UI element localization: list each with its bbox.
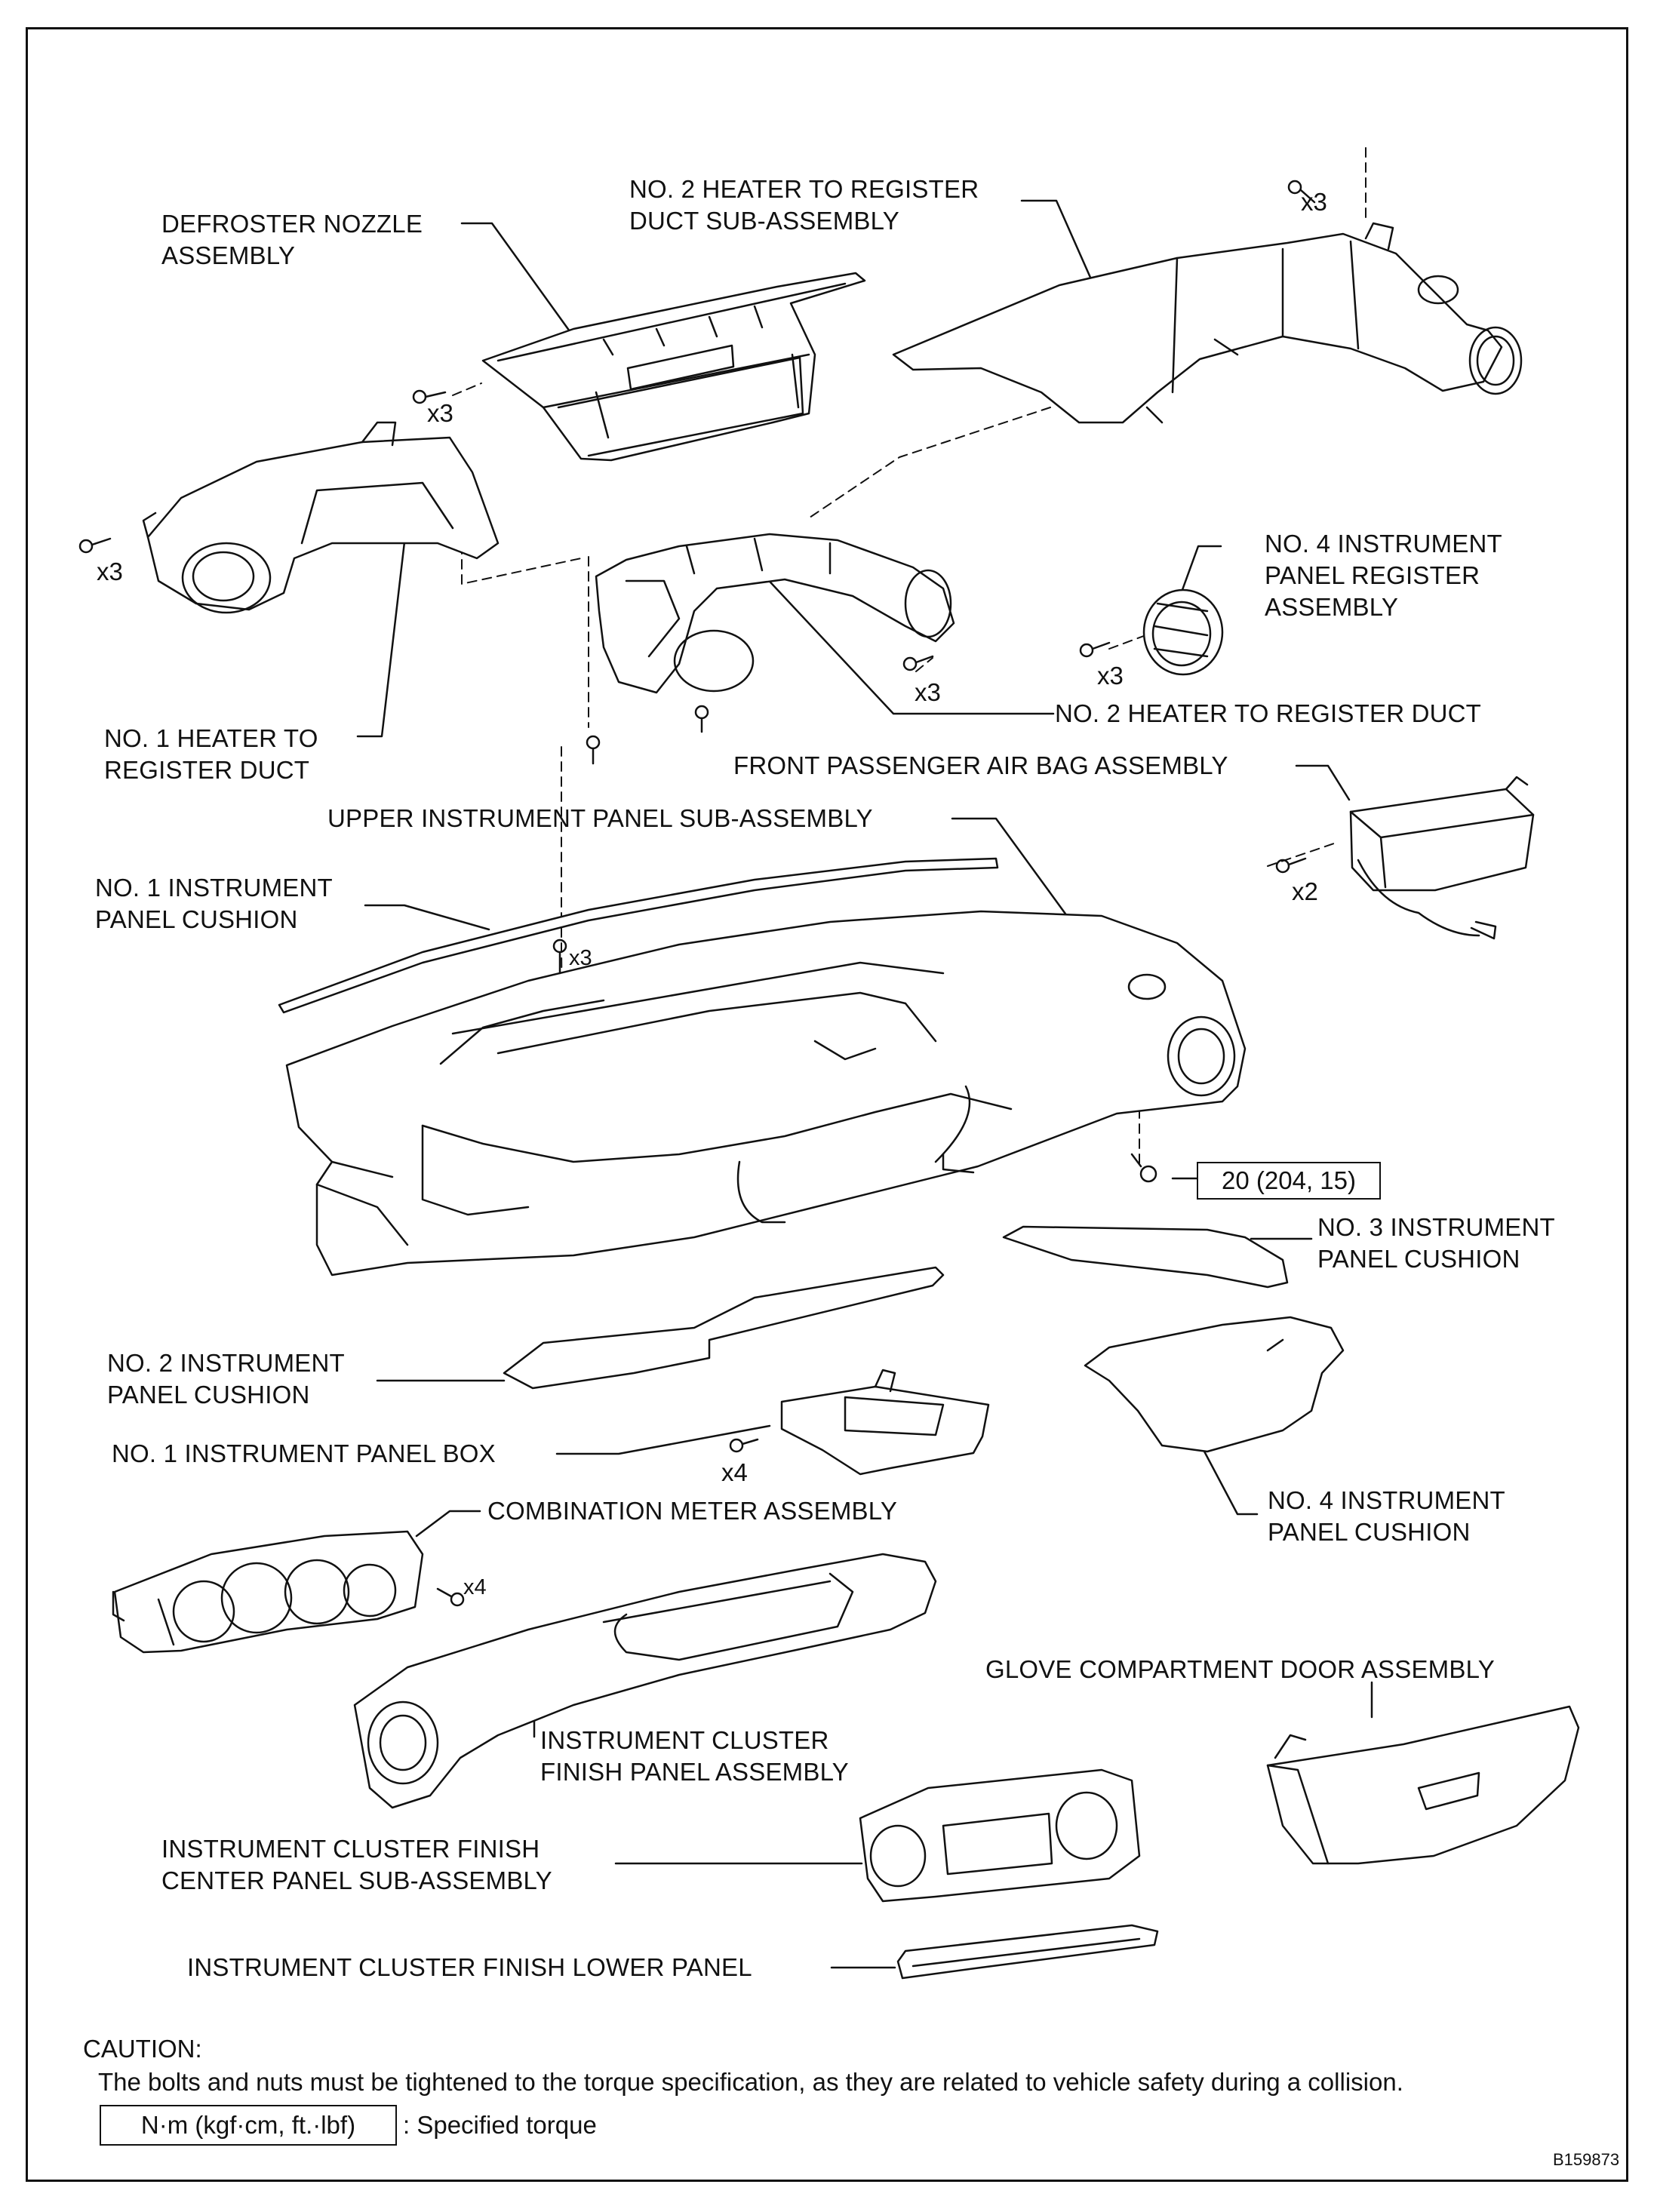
no3-cushion-drawing [1002,1225,1289,1289]
caution-text: The bolts and nuts must be tightened to … [98,2068,1403,2096]
screw-duct-vertical-2 [694,705,709,733]
leader-no4-register [1179,545,1222,598]
alignment-lines [452,147,1366,1166]
cluster-lower-panel-drawing [896,1924,1159,1980]
no1-cushion-drawing [278,857,999,1014]
glove-door-drawing [1266,1705,1580,1865]
qty-defroster-screws: x3 [427,399,453,427]
label-no1-box: NO. 1 INSTRUMENT PANEL BOX [112,1439,496,1467]
leader-airbag [1295,764,1351,801]
screw-upper-panel [552,939,567,975]
screw-no2-duct [902,655,934,671]
no4-cushion-drawing [1084,1316,1345,1453]
qty-upper-panel-screws: x3 [569,946,592,970]
screw-airbag [1275,857,1307,874]
screw-meter [436,1587,465,1607]
qty-box-screws: x4 [721,1458,748,1486]
cluster-finish-panel-drawing [353,1553,937,1809]
label-combination-meter: COMBINATION METER ASSEMBLY [487,1497,898,1525]
qty-no2-duct-screws: x3 [915,678,941,706]
label-upper-panel: UPPER INSTRUMENT PANEL SUB-ASSEMBLY [327,804,873,832]
no2-heater-sub-assembly-drawing [892,222,1523,424]
combination-meter-drawing [112,1530,424,1654]
qty-meter-screws: x4 [463,1575,487,1599]
leader-no2-duct [761,572,1055,715]
no4-register-drawing [1142,588,1224,676]
defroster-nozzle-drawing [481,272,866,462]
leader-defroster [460,222,575,338]
diagram-frame [26,27,1628,2182]
no1-box-drawing [780,1369,990,1476]
no2-cushion-drawing [503,1266,945,1390]
no1-heater-duct-drawing [142,421,500,614]
torque-legend-box: N·m (kgf·cm, ft.·lbf) [100,2105,397,2146]
torque-legend-text: : Specified torque [403,2111,597,2139]
label-cluster-lower-panel: INSTRUMENT CLUSTER FINISH LOWER PANEL [187,1953,752,1981]
screws [78,180,1316,1607]
leader-no1-cushion [364,904,490,931]
qty-register-screws: x3 [1097,662,1124,690]
passenger-airbag-drawing [1349,776,1535,940]
figure-id: B159873 [1553,2150,1620,2169]
leader-no1-duct [356,489,412,738]
screw-register [1079,641,1111,658]
screw-no1-duct [78,537,112,554]
label-glove-door: GLOVE COMPARTMENT DOOR ASSEMBLY [985,1655,1495,1683]
leader-no2-sub [1020,199,1093,281]
qty-airbag-screws: x2 [1292,877,1318,905]
label-no2-heater-duct: NO. 2 HEATER TO REGISTER DUCT [1055,699,1482,727]
label-passenger-airbag: FRONT PASSENGER AIR BAG ASSEMBLY [733,751,1228,779]
no2-heater-duct-drawing [595,533,955,694]
screw-no2-sub [1287,180,1316,204]
caution-title: CAUTION: [83,2035,202,2063]
screw-duct-vertical [586,735,601,765]
leader-meter [415,1510,481,1538]
upper-panel-drawing [285,910,1247,1277]
qty-no1-duct-screws: x3 [97,558,123,585]
cluster-center-panel-drawing [859,1768,1141,1903]
screw-defroster [412,389,447,404]
bolt-torque [1130,1153,1157,1183]
torque-spec-box: 20 (204, 15) [1197,1162,1381,1200]
leader-upper-panel [951,817,1068,917]
leader-no4-cushion [1201,1447,1259,1516]
leader-no1-box [555,1424,771,1455]
screw-box [729,1438,759,1453]
leader-lines [356,199,1373,1969]
qty-no2-sub-screws: x3 [1301,188,1327,216]
